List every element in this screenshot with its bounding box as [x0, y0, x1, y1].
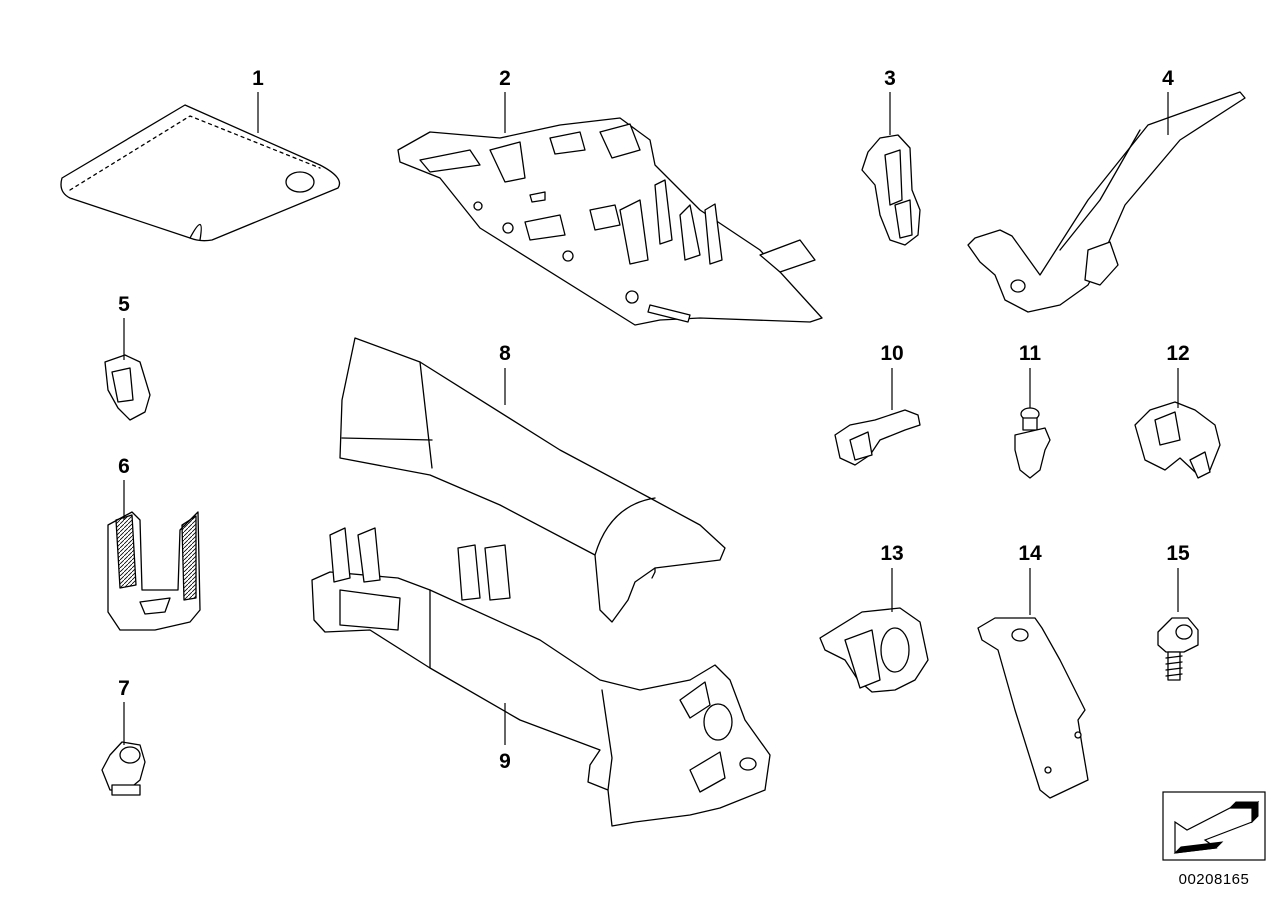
part-3-clip[interactable]: [861, 134, 921, 246]
callout-15[interactable]: 15: [1166, 542, 1190, 565]
callout-13[interactable]: 13: [880, 542, 903, 565]
part-8-cover[interactable]: [339, 337, 726, 623]
callout-12[interactable]: 12: [1166, 342, 1189, 365]
part-10-clip[interactable]: [834, 409, 921, 466]
callout-6[interactable]: 6: [118, 455, 130, 478]
callout-4[interactable]: 4: [1162, 67, 1174, 90]
arrow-left-down-icon: [1173, 800, 1260, 854]
callout-5[interactable]: 5: [118, 293, 130, 316]
callout-7[interactable]: 7: [118, 677, 130, 700]
callout-8[interactable]: 8: [499, 342, 511, 365]
callout-1[interactable]: 1: [252, 67, 264, 90]
part-13-loop-clip[interactable]: [819, 607, 929, 693]
callout-3[interactable]: 3: [884, 67, 896, 90]
part-5-clip[interactable]: [104, 354, 151, 421]
part-2-carrier[interactable]: [397, 117, 823, 326]
part-4-bracket[interactable]: [967, 91, 1246, 313]
callout-9[interactable]: 9: [499, 750, 511, 773]
part-1-pad[interactable]: [60, 104, 341, 242]
callout-10[interactable]: 10: [880, 342, 903, 365]
callout-14[interactable]: 14: [1018, 542, 1042, 565]
part-15-nut[interactable]: [1157, 617, 1199, 681]
part-11-rivet[interactable]: [1014, 407, 1051, 479]
part-14-bracket[interactable]: [977, 617, 1089, 799]
callout-2[interactable]: 2: [499, 67, 511, 90]
part-9-duct[interactable]: [311, 527, 771, 827]
part-7-nut-clip[interactable]: [101, 741, 146, 796]
part-6-holder[interactable]: [107, 511, 201, 631]
orientation-box: [1162, 791, 1266, 861]
callout-11[interactable]: 11: [1019, 342, 1042, 365]
diagram-id: 00208165: [1179, 871, 1250, 888]
part-12-clamp[interactable]: [1134, 401, 1221, 479]
